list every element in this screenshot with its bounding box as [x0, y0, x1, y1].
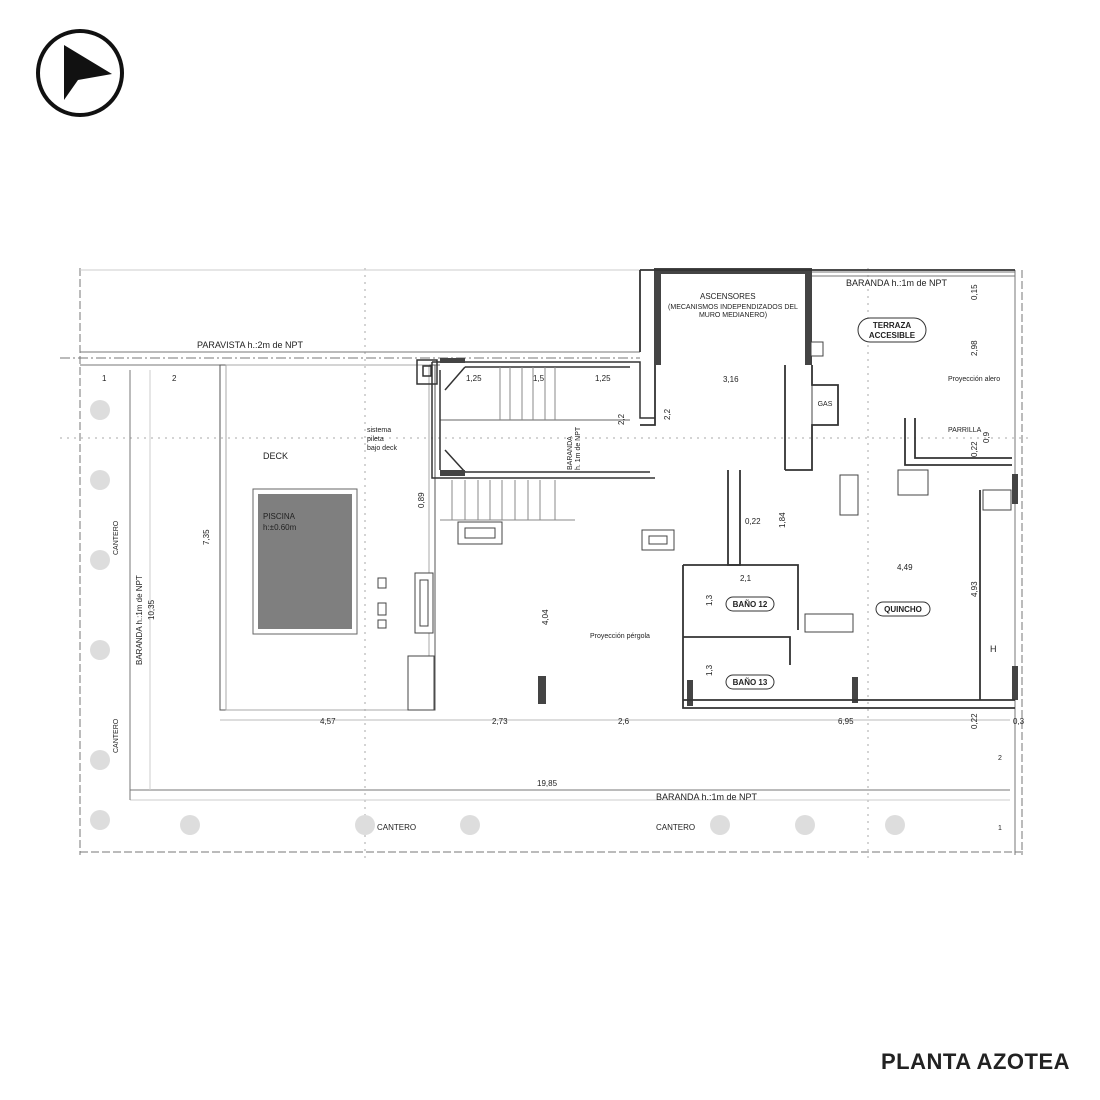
deck-furniture — [377, 572, 435, 711]
bano13-badge — [725, 674, 775, 690]
dimension: 4,57 — [320, 717, 336, 726]
bano13-label: BAÑO 13 — [733, 678, 768, 687]
dimension: 0,22 — [745, 517, 761, 526]
dimension: 1,25 — [595, 374, 611, 383]
dimension: 3,16 — [723, 375, 739, 384]
cantero-left-1: CANTERO — [113, 520, 120, 555]
bajo-deck-label: bajo deck — [367, 445, 397, 452]
baranda-stair-label-1: BARANDA — [567, 436, 574, 470]
bano12-badge — [725, 596, 775, 612]
dimension: 2,73 — [492, 717, 508, 726]
dimension: 2,2 — [663, 408, 672, 420]
grid-right-1: 1 — [998, 825, 1002, 832]
piscina-label: PISCINA — [263, 512, 296, 521]
walls — [639, 269, 1015, 709]
quincho-badge — [875, 601, 931, 617]
dimensions: 7,35 0,89 1,25 1,5 1,25 2,2 2,2 3,16 0,1… — [147, 284, 1025, 788]
dimension: 2,2 — [617, 413, 626, 425]
dimension: 1,3 — [705, 594, 714, 606]
plan-title: PLANTA AZOTEA — [881, 1049, 1070, 1074]
cantero-bottom-1: CANTERO — [377, 823, 416, 832]
pileta-label: pileta — [367, 436, 384, 443]
mecanismos-label-1: (MECANISMOS INDEPENDIZADOS DEL — [668, 304, 798, 311]
dimension: 0,9 — [982, 431, 991, 443]
dimension: 0,15 — [970, 284, 979, 300]
labels: PARAVISTA h.:2m de NPT 1 2 DECK sistema … — [102, 278, 1002, 832]
piscina-height-label: h:±0.60m — [263, 523, 297, 532]
dimension: 1,84 — [778, 512, 787, 528]
terraza-label-2: ACCESIBLE — [869, 331, 916, 340]
dimension: 1,3 — [705, 664, 714, 676]
dimension: 4,49 — [897, 563, 913, 572]
proyeccion-alero-label: Proyección alero — [948, 376, 1000, 383]
terraza-label-1: TERRAZA — [873, 321, 911, 330]
mecanismos-label-2: MURO MEDIANERO) — [699, 312, 767, 319]
dimension: 2,1 — [740, 574, 752, 583]
planter-shrubs — [90, 400, 905, 835]
dimension: 4,93 — [970, 581, 979, 597]
pool — [258, 494, 352, 629]
dimension: 0,89 — [417, 492, 426, 508]
dimension: 0,3 — [1013, 717, 1025, 726]
stair-treads — [440, 367, 575, 521]
dimension: 0,22 — [970, 713, 979, 729]
dimension: 19,85 — [537, 779, 558, 788]
dimension: 4,04 — [541, 609, 550, 625]
h-label: H — [990, 644, 997, 654]
dimension: 7,35 — [202, 529, 211, 545]
sistema-label: sistema — [367, 427, 391, 434]
bano12-label: BAÑO 12 — [733, 600, 768, 609]
paravista-label: PARAVISTA h.:2m de NPT — [197, 340, 304, 350]
dimension: 10,35 — [147, 599, 156, 620]
quincho-label: QUINCHO — [884, 605, 922, 614]
terraza-badge — [857, 317, 927, 343]
proyeccion-pergola-label: Proyección pérgola — [590, 633, 650, 640]
stair-core — [416, 359, 655, 479]
ascensores-label: ASCENSORES — [700, 292, 756, 301]
deck — [219, 364, 436, 711]
grid-right-2: 2 — [998, 755, 1002, 762]
fixtures — [457, 341, 1012, 633]
baranda-stair-label-2: h. 1m de NPT — [575, 426, 582, 470]
baranda-bottom-label: BARANDA h.:1m de NPT — [656, 792, 758, 802]
dimension: 6,95 — [838, 717, 854, 726]
dimension: 1,25 — [466, 374, 482, 383]
dimension: 2,98 — [970, 340, 979, 356]
grid-lines — [60, 268, 1030, 860]
baranda-left-label: BARANDA h.:1m de NPT — [135, 575, 144, 665]
dimension: 2,6 — [618, 717, 630, 726]
grid-label-2: 2 — [172, 374, 177, 383]
wall-blocks — [440, 268, 1018, 706]
deck-label: DECK — [263, 451, 288, 461]
grid-label-1: 1 — [102, 374, 107, 383]
dimension: 1,5 — [533, 374, 545, 383]
dimension: 0,22 — [970, 441, 979, 457]
cantero-bottom-2: CANTERO — [656, 823, 695, 832]
cantero-left-2: CANTERO — [113, 718, 120, 753]
parrilla-label: PARRILLA — [948, 427, 982, 434]
baranda-top-label: BARANDA h.:1m de NPT — [846, 278, 948, 288]
north-arrow-icon — [36, 29, 124, 117]
gas-label: GAS — [818, 401, 833, 408]
